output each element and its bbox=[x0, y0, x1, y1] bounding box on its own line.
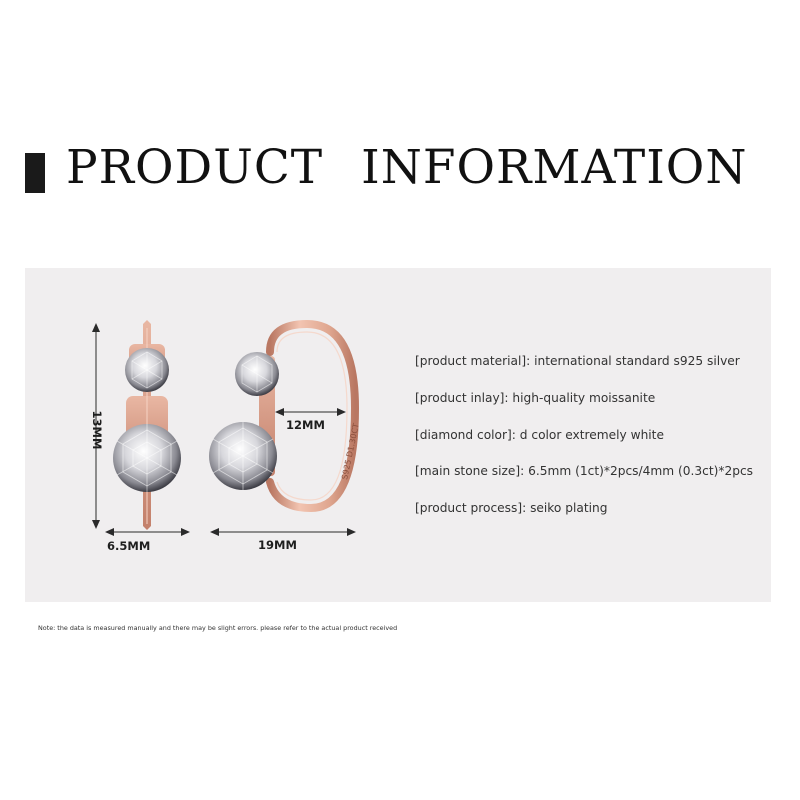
small-stone-front bbox=[125, 348, 169, 392]
main-stone-front bbox=[113, 424, 181, 492]
title-accent-bar bbox=[25, 153, 45, 193]
dimension-inner-diameter-label: 12MM bbox=[286, 418, 325, 432]
spec-process: [product process]: seiko plating bbox=[415, 501, 608, 516]
dimension-height-label: 13MM bbox=[90, 410, 104, 450]
dimension-inner-diameter-arrow bbox=[275, 408, 346, 416]
earring-illustration: S925 D1.30CT bbox=[92, 319, 361, 536]
dimension-stone-width-arrow bbox=[105, 528, 190, 536]
spec-inlay: [product inlay]: high-quality moissanite bbox=[415, 390, 656, 405]
measurement-note: Note: the data is measured manually and … bbox=[38, 624, 398, 632]
dimension-outer-width-arrow bbox=[210, 528, 356, 536]
small-stone-side bbox=[235, 352, 279, 396]
spec-diamond-color: [diamond color]: d color extremely white bbox=[415, 427, 664, 442]
spec-main-stone-size: [main stone size]: 6.5mm (1ct)*2pcs/4mm … bbox=[415, 464, 753, 479]
hallmark-engraving: S925 D1.30CT bbox=[340, 422, 361, 480]
earring-side-view bbox=[259, 319, 360, 513]
spec-material: [product material]: international standa… bbox=[415, 354, 740, 368]
dimension-outer-width-label: 19MM bbox=[258, 538, 297, 552]
main-stone-side bbox=[209, 422, 277, 490]
title-word-information: INFORMATION bbox=[361, 140, 748, 195]
page-title: PRODUCT INFORMATION bbox=[66, 140, 747, 195]
spec-list: [product material]: international standa… bbox=[415, 354, 771, 538]
product-info-panel: S925 D1.30CT 13MM 12MM 6.5MM 19MM [produ… bbox=[25, 268, 771, 602]
title-word-product: PRODUCT bbox=[66, 140, 324, 195]
dimension-height-arrow bbox=[92, 323, 100, 529]
dimension-stone-width-label: 6.5MM bbox=[107, 539, 151, 553]
